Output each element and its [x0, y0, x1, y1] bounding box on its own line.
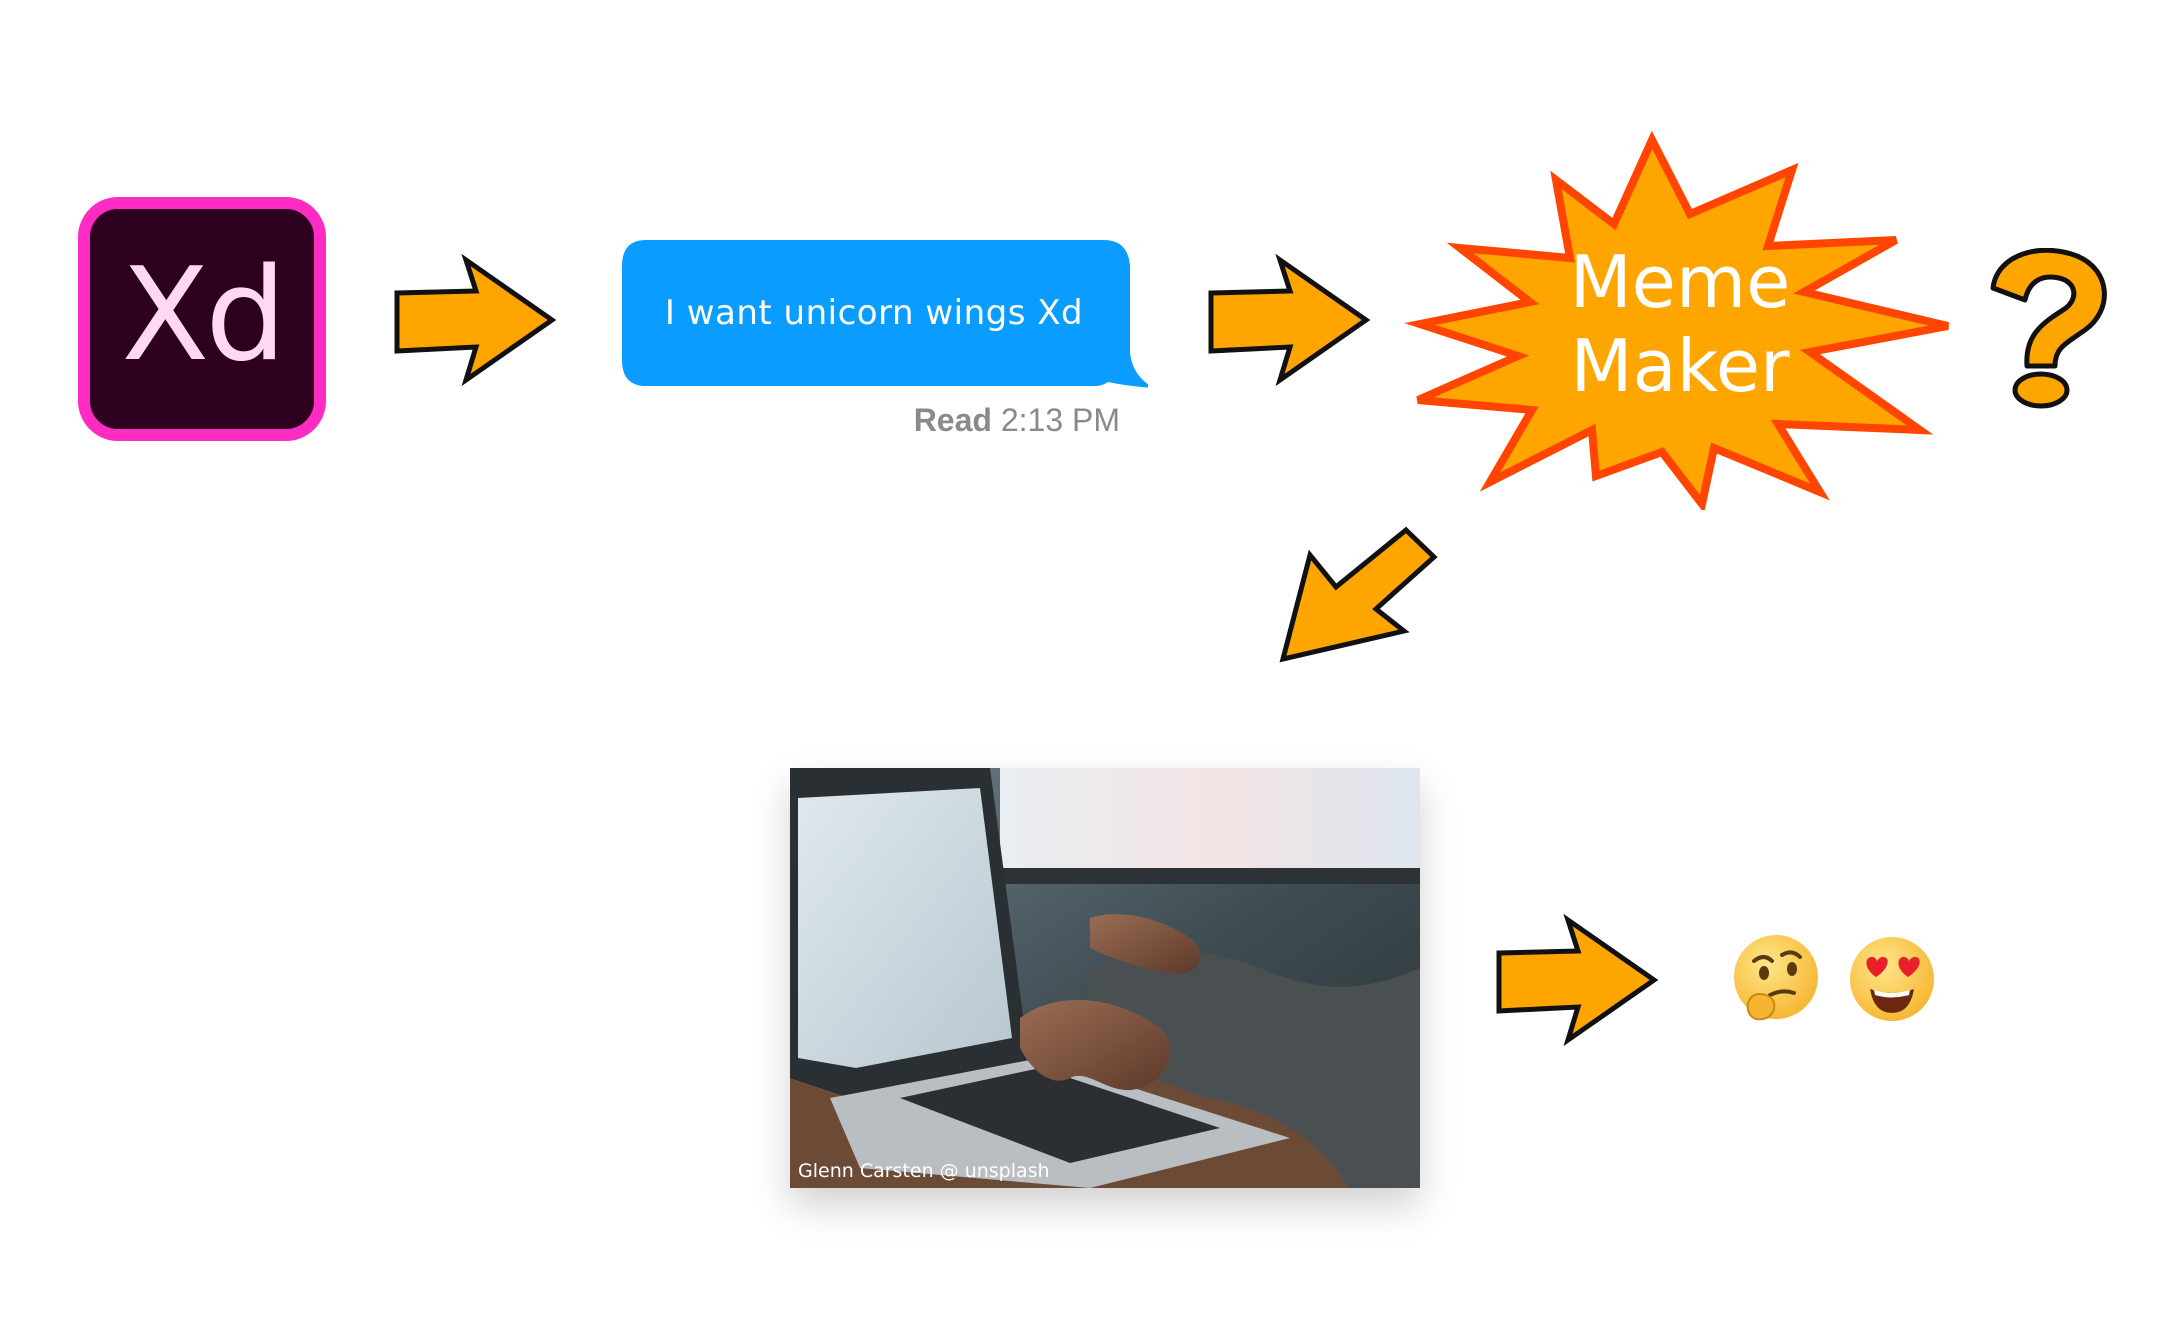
- right-arrow-icon: [1496, 913, 1659, 1047]
- burst-line-2: Maker: [1570, 324, 1790, 408]
- message-text: I want unicorn wings Xd: [664, 293, 1084, 333]
- read-receipt: Read 2:13 PM: [900, 402, 1120, 439]
- heart-eyes-emoji: [1850, 937, 1934, 1021]
- laptop-photo: Glenn Carsten @ unsplash: [790, 768, 1420, 1188]
- right-arrow-icon: [394, 253, 557, 387]
- burst-line-1: Meme: [1569, 240, 1791, 324]
- thinking-face-emoji: [1734, 935, 1818, 1021]
- photo-credit: Glenn Carsten @ unsplash: [798, 1160, 1050, 1182]
- meme-maker-starburst: [1404, 130, 1949, 510]
- down-left-arrow-icon: [1279, 526, 1438, 663]
- message-bubble: I want unicorn wings Xd: [618, 240, 1148, 390]
- read-time: 2:13 PM: [1000, 402, 1120, 438]
- question-mark-icon: [1990, 248, 2107, 409]
- right-arrow-icon: [1208, 253, 1371, 387]
- adobe-xd-logo: Xd: [78, 197, 326, 441]
- read-status-label: Read: [913, 402, 992, 438]
- meme-maker-label: Meme Maker: [1540, 240, 1820, 408]
- xd-logo-label: Xd: [121, 241, 287, 390]
